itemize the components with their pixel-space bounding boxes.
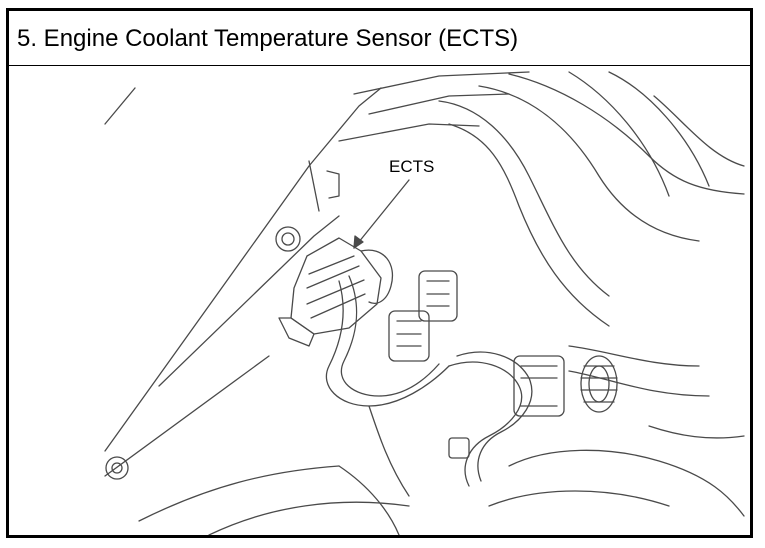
- engine-block-edge-inner: [158, 215, 340, 387]
- bolt-head-lower-inner: [111, 462, 123, 474]
- upper-hose: [438, 100, 610, 297]
- ects-connector-body: [290, 237, 382, 335]
- center-connector-2-detail: [396, 320, 422, 347]
- center-connector-detail: [426, 280, 450, 307]
- diagram-line-stray: [104, 87, 136, 125]
- center-connector-2: [388, 310, 430, 362]
- upper-hose-4: [508, 73, 745, 195]
- lower-curve-4: [508, 449, 745, 517]
- right-hose-2: [568, 370, 710, 397]
- right-hose-clamp: [580, 355, 618, 413]
- procedure-header: 5. Engine Coolant Temperature Sensor (EC…: [9, 11, 750, 66]
- ects-callout-label: ECTS: [389, 157, 434, 176]
- engine-block-edge: [104, 87, 382, 452]
- bolt-head: [275, 226, 301, 252]
- housing-curve-2: [608, 71, 710, 187]
- ects-connector-ribs: [306, 255, 366, 319]
- harness-2: [340, 275, 440, 397]
- upper-hose-3: [478, 85, 700, 242]
- callout-arrowhead: [353, 235, 364, 249]
- bolt-lower-center: [448, 437, 470, 459]
- engine-block-edge-lower: [104, 355, 270, 477]
- harness-4: [456, 351, 533, 482]
- callout-leader: [353, 179, 410, 249]
- engine-diagram: ECTS: [9, 66, 750, 535]
- ects-connector-base: [278, 317, 315, 347]
- page-title: 5. Engine Coolant Temperature Sensor (EC…: [17, 25, 519, 52]
- lower-curve-5: [488, 490, 670, 507]
- bracket-2: [308, 160, 320, 212]
- housing-curve-3: [653, 95, 745, 167]
- harness-3: [448, 361, 523, 487]
- lower-curve-1: [138, 465, 340, 522]
- lower-curve-6: [648, 425, 745, 439]
- harness-1: [325, 280, 450, 407]
- harness-5: [368, 405, 410, 497]
- intake-plate: [353, 71, 530, 95]
- bolt-head-inner: [281, 232, 295, 246]
- clamp-ribs: [580, 365, 618, 403]
- right-hose-clamp-inner: [588, 365, 610, 403]
- procedure-frame: 5. Engine Coolant Temperature Sensor (EC…: [6, 8, 753, 538]
- lower-curve-3: [338, 465, 400, 535]
- upper-hose-2: [448, 123, 610, 327]
- fitting-block: [513, 355, 565, 417]
- housing-curve: [568, 71, 670, 197]
- right-hose: [568, 345, 700, 367]
- intake-plate-2: [368, 93, 510, 115]
- lower-curve-2: [208, 501, 410, 535]
- fitting-detail: [520, 365, 558, 407]
- center-connector: [418, 270, 458, 322]
- bolt-head-lower: [105, 456, 129, 480]
- bracket-1: [326, 170, 340, 199]
- intake-plate-3: [338, 123, 480, 142]
- ects-connector-latch: [360, 249, 393, 304]
